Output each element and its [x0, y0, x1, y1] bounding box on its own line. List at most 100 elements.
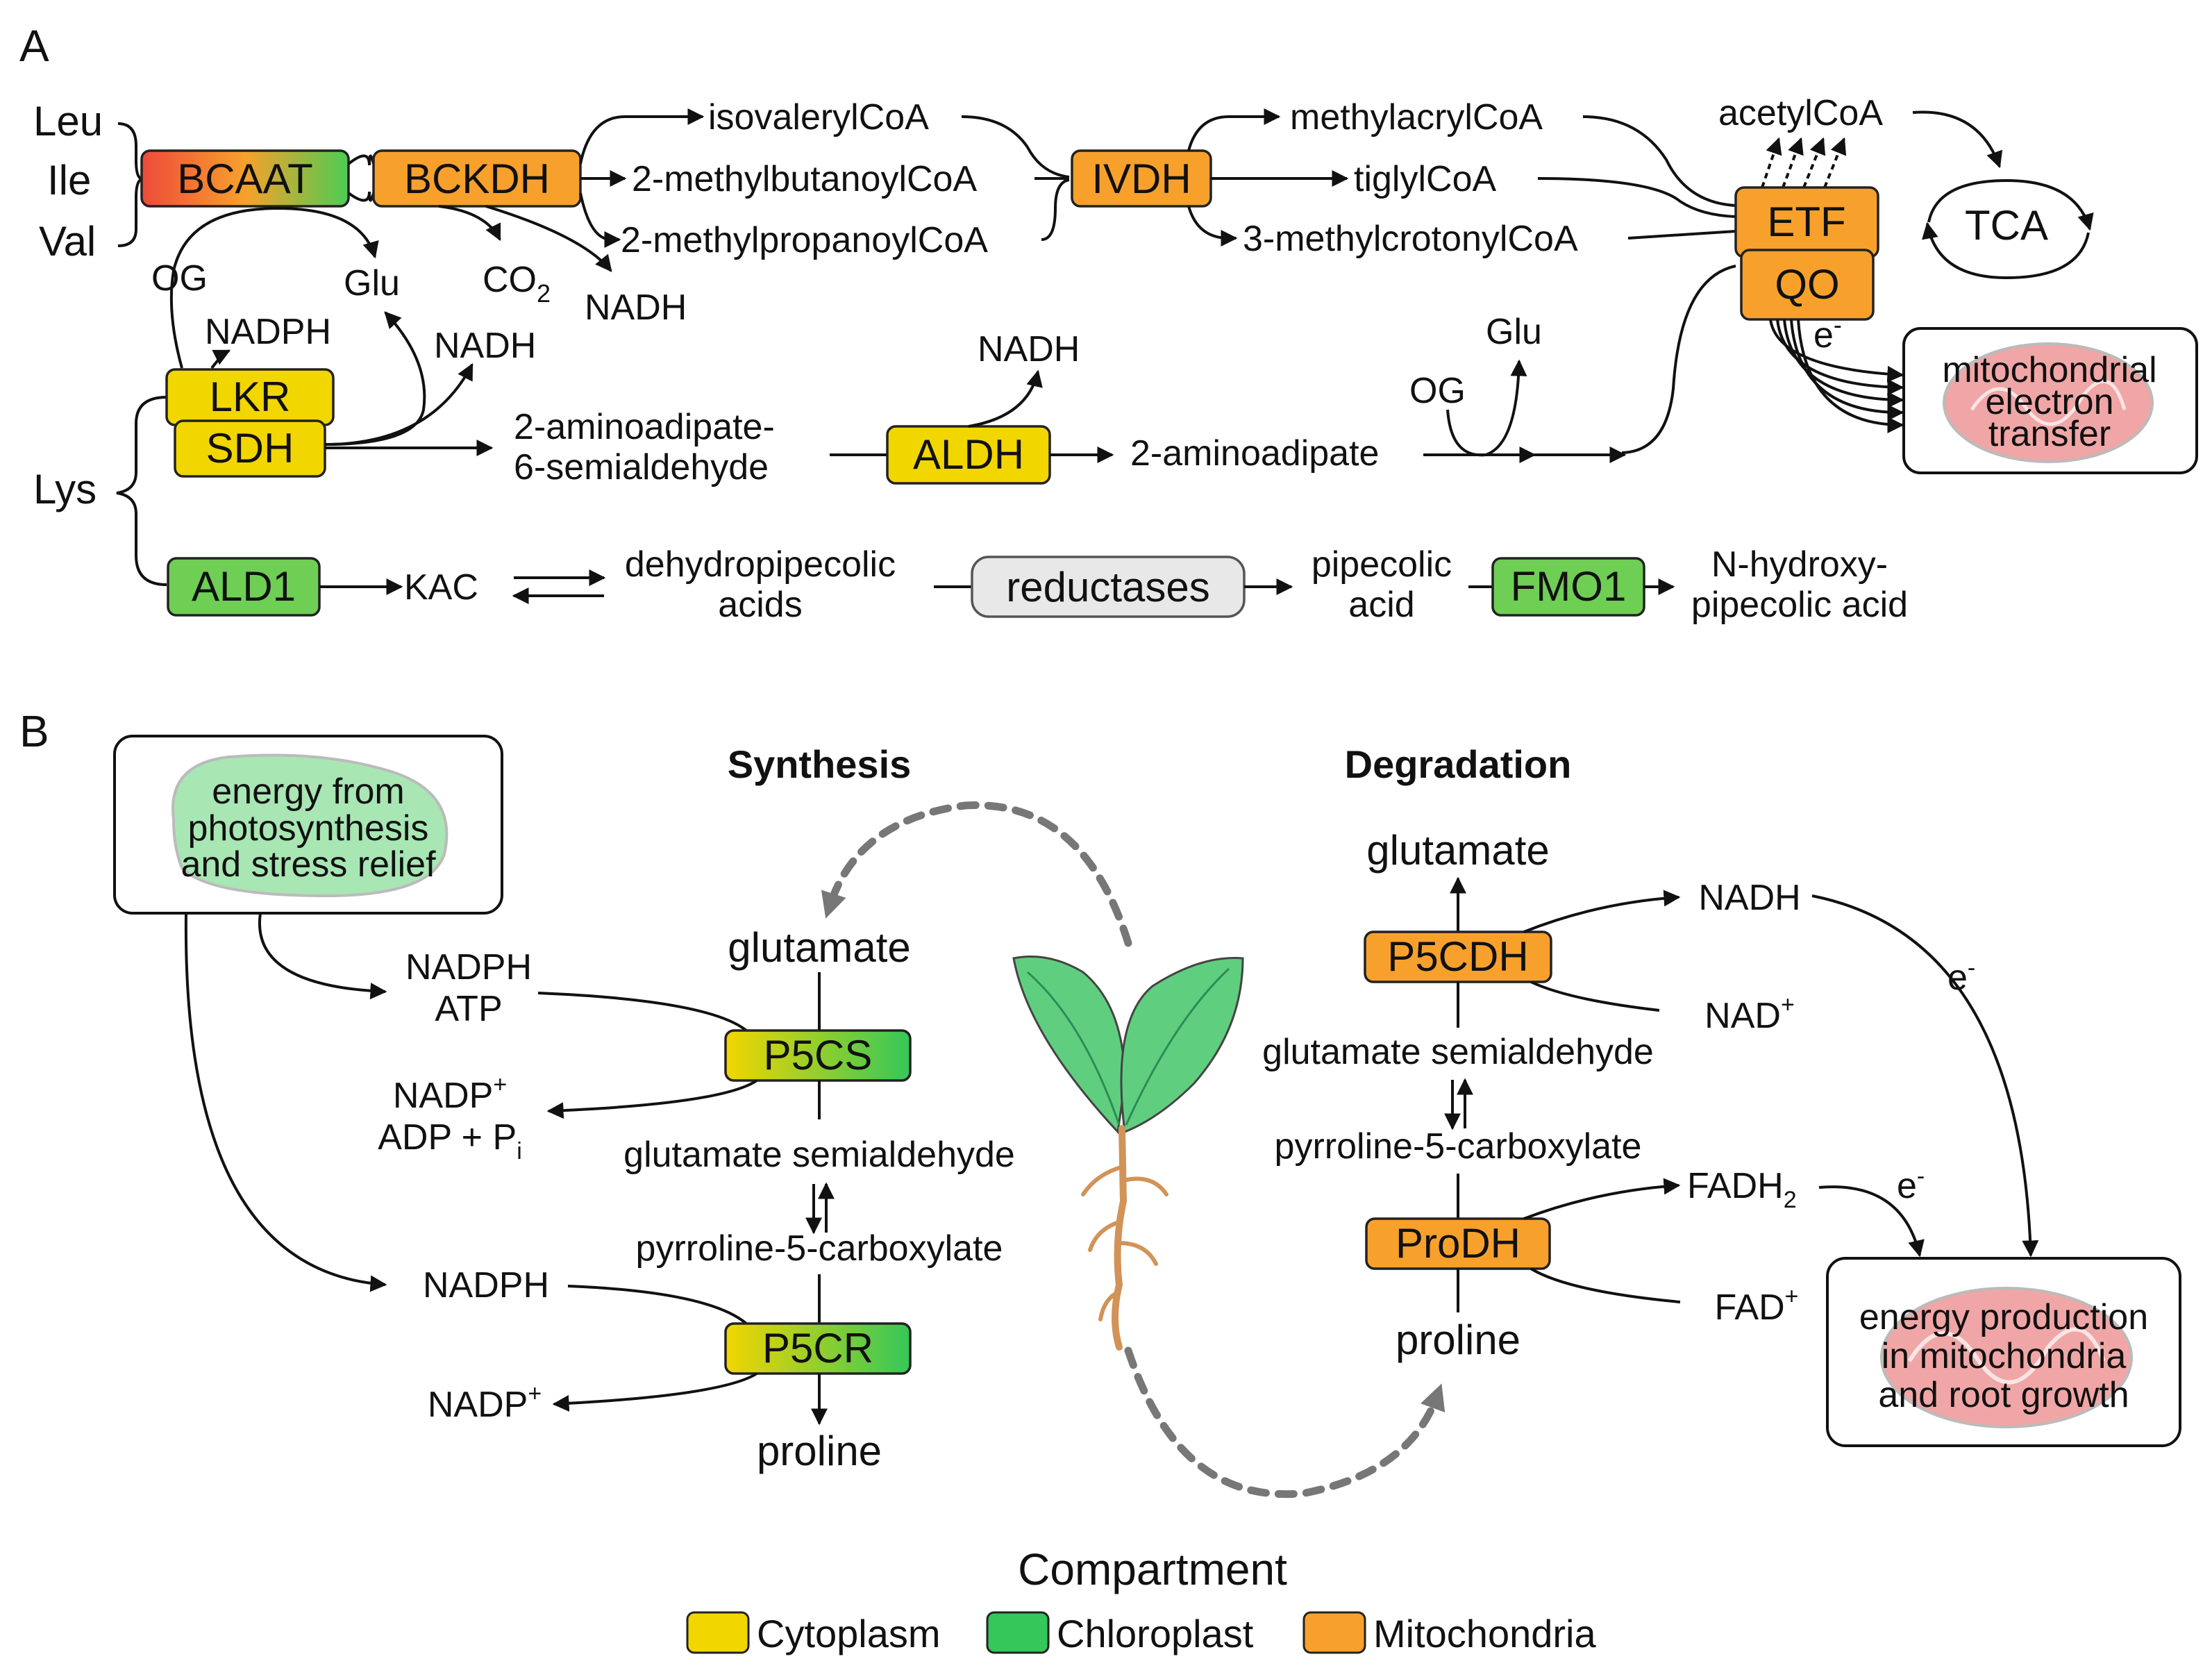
mito-transfer-line-1: mitochondrial — [1942, 350, 2156, 390]
aldh-to-nadh-arrow — [968, 369, 1043, 428]
bcaat-enzyme-box — [140, 149, 350, 208]
p5cdh-label: P5CDH — [1387, 933, 1528, 980]
deg-gsa-label: glutamate semialdehyde — [1262, 1032, 1654, 1072]
ivdh-label: IVDH — [1091, 156, 1191, 202]
og-label-2: OG — [1409, 371, 1466, 411]
methylpropanoylcoa-label: 2-methylpropanoylCoA — [621, 220, 988, 260]
syn-nadph2-label: NADPH — [423, 1265, 549, 1305]
fmo1-label: FMO1 — [1511, 563, 1627, 610]
legend-label-mitochondria: Mitochondria — [1373, 1612, 1596, 1655]
aminoadipate-to-etf — [1621, 265, 1736, 454]
p5cr-to-nadp-arrow — [552, 1372, 758, 1412]
lkr-to-nadph-arrow — [210, 349, 231, 369]
acetylcoa-dash-4 — [1823, 137, 1847, 188]
isovalerylcoa-label: isovalerylCoA — [708, 97, 929, 137]
energy-production-line-3: and root growth — [1878, 1375, 2129, 1415]
sdh-label: SDH — [206, 425, 294, 472]
photosynthesis-line-2: photosynthesis — [188, 808, 429, 849]
aminoadipate-semialdehyde-line-1: 2-aminoadipate- — [514, 407, 775, 447]
deg-nadh-label: NADH — [1698, 878, 1800, 918]
deg-electron-label-2: e- — [1897, 1163, 1925, 1206]
sdh-to-glu-arrow — [324, 311, 426, 446]
co2-label: CO2 — [483, 260, 551, 308]
methylacryl-to-etf — [1582, 115, 1736, 207]
deg-glutamate-label: glutamate — [1366, 827, 1550, 874]
legend-title: Compartment — [1018, 1544, 1287, 1594]
aminoadipate-label: 2-aminoadipate — [1130, 433, 1379, 474]
methylcrotonyl-to-etf — [1627, 230, 1736, 240]
methylpropanoyl-to-ivdh — [1041, 178, 1070, 241]
arrow-to-methylacryl — [1187, 108, 1281, 151]
synthesis-header: Synthesis — [728, 742, 912, 786]
degradation-header: Degradation — [1345, 742, 1572, 786]
og-label-1: OG — [151, 258, 208, 299]
deg-p5c-label: pyrroline-5-carboxylate — [1275, 1126, 1642, 1167]
nadh-to-energy-arrow — [1811, 894, 2039, 1258]
nadh-label-2: NADH — [434, 326, 536, 366]
qo-electron-arrow-1 — [1769, 319, 1904, 383]
reductases-label: reductases — [1006, 564, 1210, 610]
etf-label: ETF — [1767, 199, 1845, 245]
syn-proline-label: proline — [757, 1428, 882, 1474]
mitochondrion-shape-b — [1880, 1287, 2133, 1428]
nadph-label-1: NADPH — [205, 312, 331, 352]
acetylcoa-to-tca — [1912, 110, 2003, 169]
p5cdh-to-nadh-arrow — [1523, 890, 1681, 933]
qo-electron-arrow-4 — [1790, 319, 1904, 422]
acetylcoa-dash-2 — [1782, 137, 1804, 188]
nadph-atp-to-p5cs — [537, 992, 748, 1032]
legend-label-cytoplasm: Cytoplasm — [757, 1612, 941, 1655]
nhp-line-1: N-hydroxy- — [1711, 544, 1888, 585]
electron-label-a: e- — [1813, 310, 1842, 356]
bcaat-label: BCAAT — [177, 156, 313, 202]
seedling-illustration — [1012, 956, 1244, 1351]
mito-transfer-line-2: electron — [1986, 382, 2114, 422]
tca-cycle-lower — [1922, 222, 2090, 280]
p5cs-label: P5CS — [764, 1032, 873, 1078]
bcaat-bckdh-link — [347, 154, 375, 202]
legend-item-mitochondria: Mitochondria — [1302, 1611, 1596, 1655]
bcaa-bracket — [117, 122, 144, 247]
qo-label: QO — [1775, 261, 1839, 308]
acetylcoa-dash-1 — [1761, 137, 1782, 188]
bckdh-label: BCKDH — [404, 156, 550, 202]
qo-electron-arrow-3 — [1783, 319, 1904, 408]
deg-fadh2-label: FADH2 — [1687, 1166, 1797, 1213]
qo-enzyme-box — [1740, 249, 1875, 321]
val-label: Val — [39, 218, 96, 265]
legend-item-chloroplast: Chloroplast — [986, 1611, 1254, 1655]
nad-to-p5cdh — [1530, 981, 1660, 1012]
photosynthesis-line-3: and stress relief — [181, 844, 436, 885]
bckdh-to-co2-arrow — [438, 205, 501, 242]
syn-nadp2-label: NADP+ — [428, 1380, 542, 1425]
tca-cycle-upper — [1927, 178, 2094, 231]
tca-label: TCA — [1965, 202, 2048, 249]
methylbutanoylcoa-label: 2-methylbutanoylCoA — [632, 159, 977, 199]
nadph-to-p5cr — [567, 1285, 748, 1325]
chloroplast-shape — [171, 753, 449, 898]
kac-label: KAC — [404, 567, 478, 608]
energy-production-line-1: energy production — [1859, 1297, 2148, 1337]
mitochondrion-cristae-b — [1907, 1327, 2106, 1385]
lys-bracket — [116, 396, 167, 586]
mito-transfer-line-3: transfer — [1988, 414, 2111, 454]
qo-electron-arrow-2 — [1776, 319, 1904, 396]
syn-nadph-label: NADPH — [405, 947, 532, 987]
dehydropipecolic-line-2: acids — [718, 585, 802, 625]
prodh-label: ProDH — [1396, 1220, 1520, 1267]
legend-swatch-cytoplasm — [686, 1611, 750, 1654]
isovaleryl-to-ivdh — [961, 115, 1070, 178]
legend-item-cytoplasm: Cytoplasm — [686, 1611, 941, 1655]
dehydropipecolic-line-1: dehydropipecolic — [625, 544, 896, 585]
bckdh-to-nadh-arrow — [485, 205, 612, 272]
syn-gsa-label: glutamate semialdehyde — [623, 1135, 1015, 1175]
glu-label-2: Glu — [1486, 312, 1542, 352]
panel-label-a: A — [19, 21, 49, 71]
panel-label-b: B — [19, 706, 49, 756]
p5cr-label: P5CR — [762, 1325, 873, 1371]
tiglyl-to-etf — [1537, 177, 1736, 218]
nhp-line-2: pipecolic acid — [1691, 585, 1908, 625]
leu-label: Leu — [33, 98, 103, 144]
lkr-label: LKR — [210, 374, 291, 420]
